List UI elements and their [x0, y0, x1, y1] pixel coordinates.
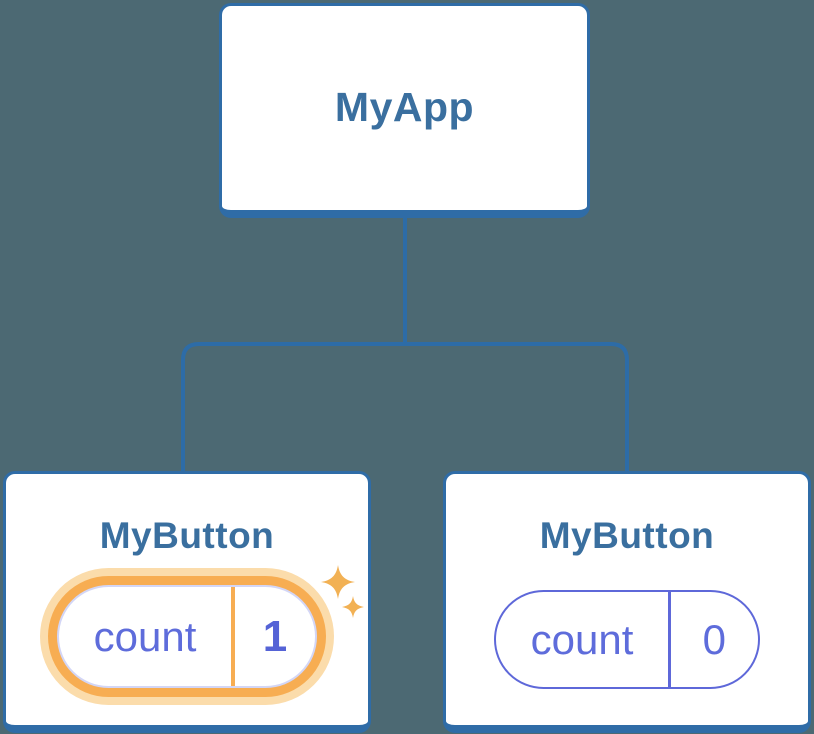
state-key-label: count — [93, 612, 197, 660]
node-myapp-label: MyApp — [334, 84, 475, 130]
state-key-label: count — [530, 615, 634, 663]
node-mybutton-left: MyButton count 1 — [3, 471, 371, 733]
node-mybutton-right-label: MyButton — [539, 515, 715, 556]
pill-divider — [231, 587, 235, 686]
node-mybutton-right: MyButton count 0 — [443, 471, 811, 733]
state-value: 0 — [702, 615, 726, 663]
sparkle-icon — [321, 565, 364, 618]
state-value: 1 — [262, 611, 288, 661]
pill-divider — [668, 592, 671, 687]
state-pill: count 0 — [494, 590, 760, 689]
state-pill-highlighted: count 1 — [57, 585, 317, 688]
node-myapp: MyApp — [219, 3, 590, 218]
connector-branch — [181, 342, 629, 474]
node-mybutton-left-label: MyButton — [99, 515, 275, 556]
